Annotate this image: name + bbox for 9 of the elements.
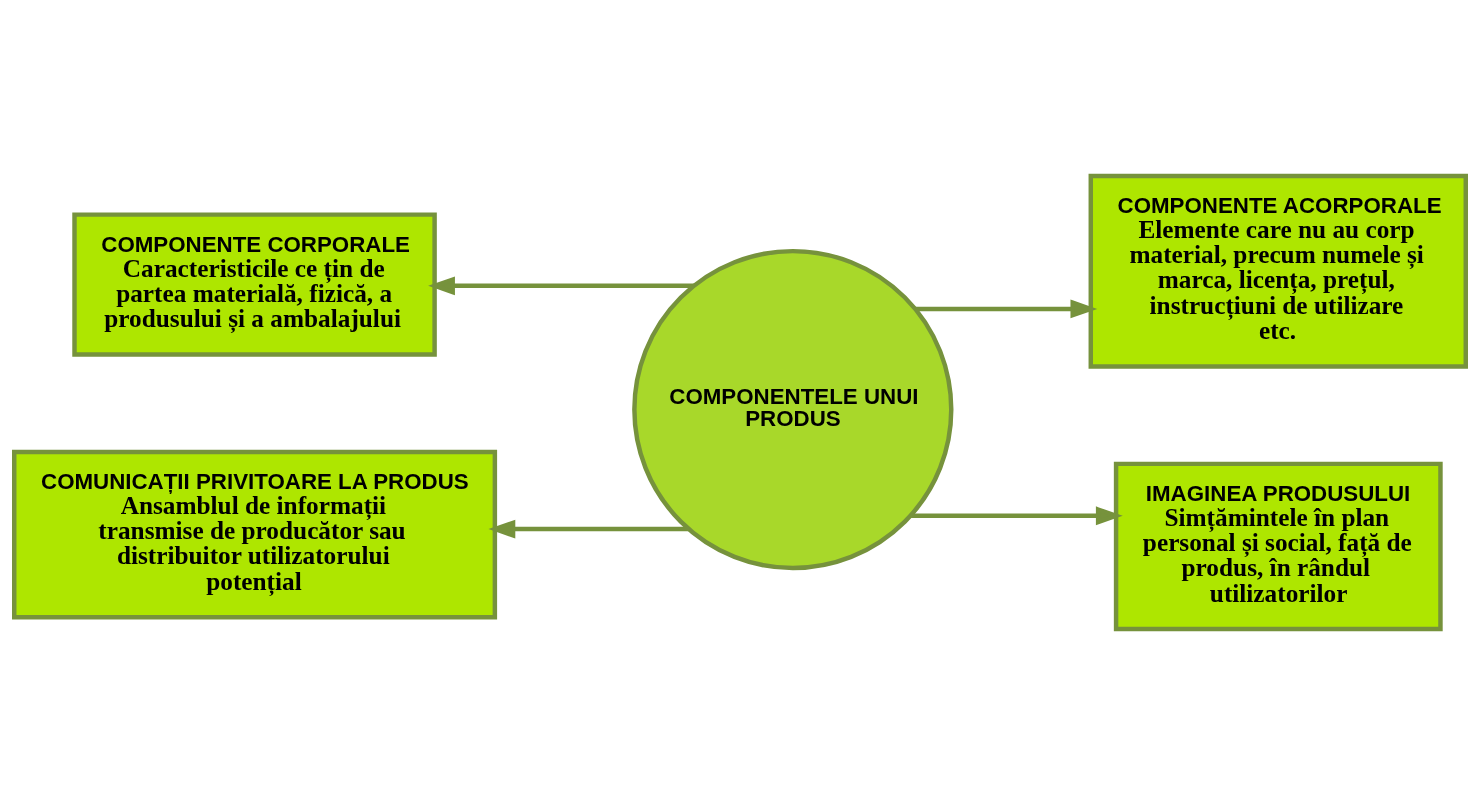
arrow (915, 299, 1098, 319)
arrow (428, 276, 695, 296)
arrow (488, 519, 690, 539)
node-box: IMAGINEA PRODUSULUI Simțămintele în plan personal și social, față de produs, în rândul utilizatorilor (1113, 461, 1443, 632)
node-box: COMPONENTE ACORPORALE Elemente care nu au corp material, precum numele și marca, licența, prețul, instrucțiuni de utilizare etc. (1088, 173, 1468, 369)
node-circle: COMPONENTELE UNUI PRODUS (632, 248, 954, 571)
node-box: COMPONENTE CORPORALE Caracteristicile ce țin de partea materială, fizică, a produsului și a ambalajului (72, 212, 437, 357)
arrow (910, 506, 1123, 526)
node-box: COMUNICAȚII PRIVITOARE LA PRODUS Ansamblul de informații transmise de producător sau distribuitor utilizatorului potențial (12, 449, 498, 620)
